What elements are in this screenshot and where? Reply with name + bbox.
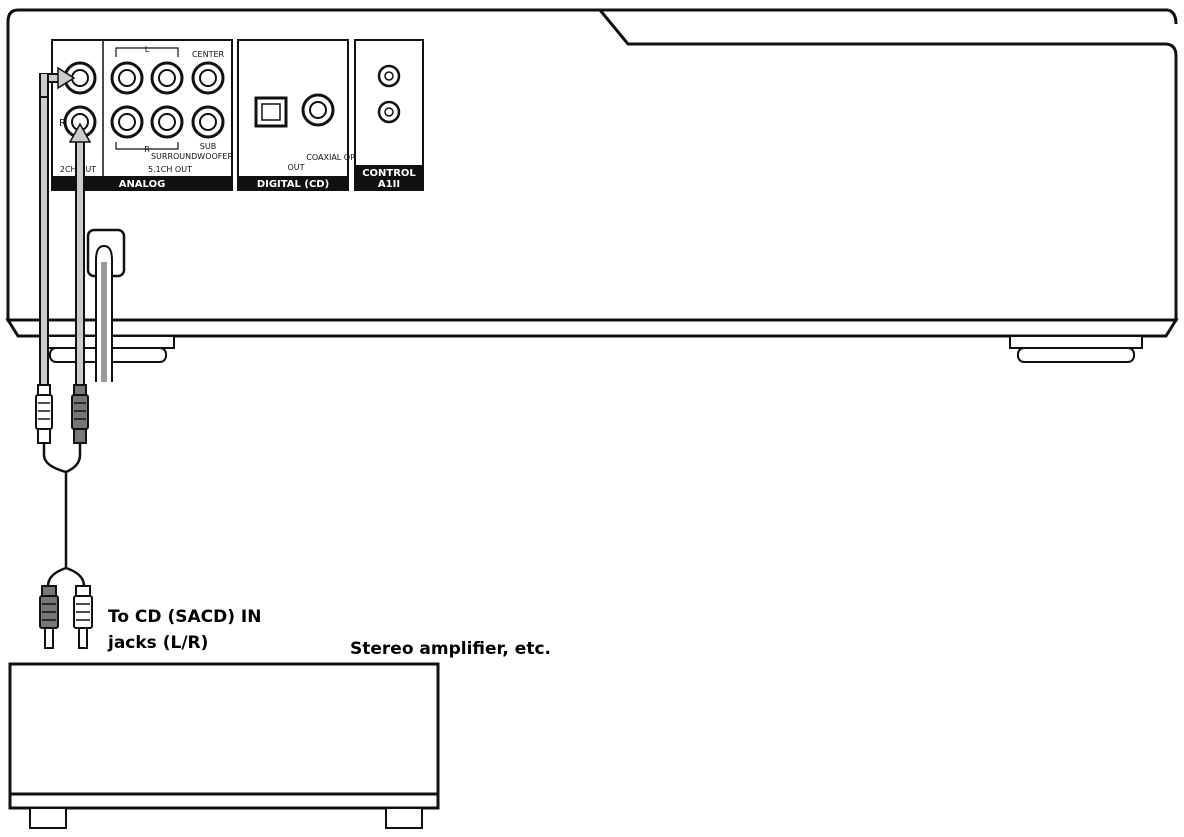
power-cord <box>86 228 126 382</box>
lower-plug-right <box>73 585 93 649</box>
jack-surround-l[interactable] <box>150 61 184 95</box>
lower-plug-left <box>39 585 59 649</box>
analog-panel: ANALOG L R <box>51 39 234 191</box>
upper-plug-left <box>35 384 53 444</box>
digital-panel: DIGITAL (CD) COAXIAL OPTICAL OUT <box>237 39 378 191</box>
jack-center[interactable] <box>191 61 225 95</box>
amplifier-caption: Stereo amplifier, etc. <box>350 639 552 659</box>
amplifier-foot-left <box>29 807 67 829</box>
player-foot-right <box>1009 335 1143 363</box>
arrow-to-r-jack <box>68 122 92 143</box>
control-section-label: CONTROL <box>362 168 416 179</box>
audio-cable <box>39 66 92 385</box>
jack-surround-r[interactable] <box>150 105 184 139</box>
digital-label-bar <box>238 176 348 190</box>
jacks-caption-line1: To CD (SACD) IN <box>108 607 262 627</box>
control-jack-top[interactable] <box>377 64 401 88</box>
digital-section-label: DIGITAL (CD) <box>257 179 329 190</box>
jacks-caption: To CD (SACD) IN jacks (L/R) <box>108 604 261 656</box>
coaxial-out-jack[interactable] <box>301 93 335 127</box>
digital-out-label: OUT <box>287 163 304 172</box>
coaxial-optical-label: COAXIAL OPTICAL <box>306 153 378 162</box>
control-jack-bottom[interactable] <box>377 100 401 124</box>
optical-out-jack[interactable] <box>254 96 288 128</box>
bracket-l <box>115 47 179 57</box>
player-right-edge <box>1167 8 1178 25</box>
stereo-amplifier <box>8 662 440 829</box>
jacks-caption-line2: jacks (L/R) <box>108 633 209 653</box>
control-sub-label: A1II <box>378 179 400 190</box>
sub-label: SUB <box>200 142 216 151</box>
jack-front-l[interactable] <box>110 61 144 95</box>
jack-r-letter: R <box>59 118 66 129</box>
amplifier-foot-right <box>385 807 423 829</box>
surround-woofer-label: SURROUNDWOOFER <box>151 152 234 161</box>
cable-split <box>42 443 86 587</box>
jack-front-r[interactable] <box>110 105 144 139</box>
bracket-r <box>115 142 179 150</box>
analog-section-label: ANALOG <box>119 179 166 190</box>
control-panel: CONTROL A1II <box>354 39 424 191</box>
five-one-out-label: 5.1CH OUT <box>148 165 192 174</box>
player-base <box>5 318 1179 338</box>
control-label-bar <box>355 165 423 190</box>
arrow-to-l-jack <box>57 66 76 90</box>
upper-plug-right <box>71 384 89 444</box>
bracket-l-letter: L <box>145 45 150 54</box>
jack-subwoofer[interactable] <box>191 105 225 139</box>
center-label: CENTER <box>192 50 225 59</box>
analog-label-bar <box>52 176 232 190</box>
bracket-r-letter: R <box>144 145 150 154</box>
